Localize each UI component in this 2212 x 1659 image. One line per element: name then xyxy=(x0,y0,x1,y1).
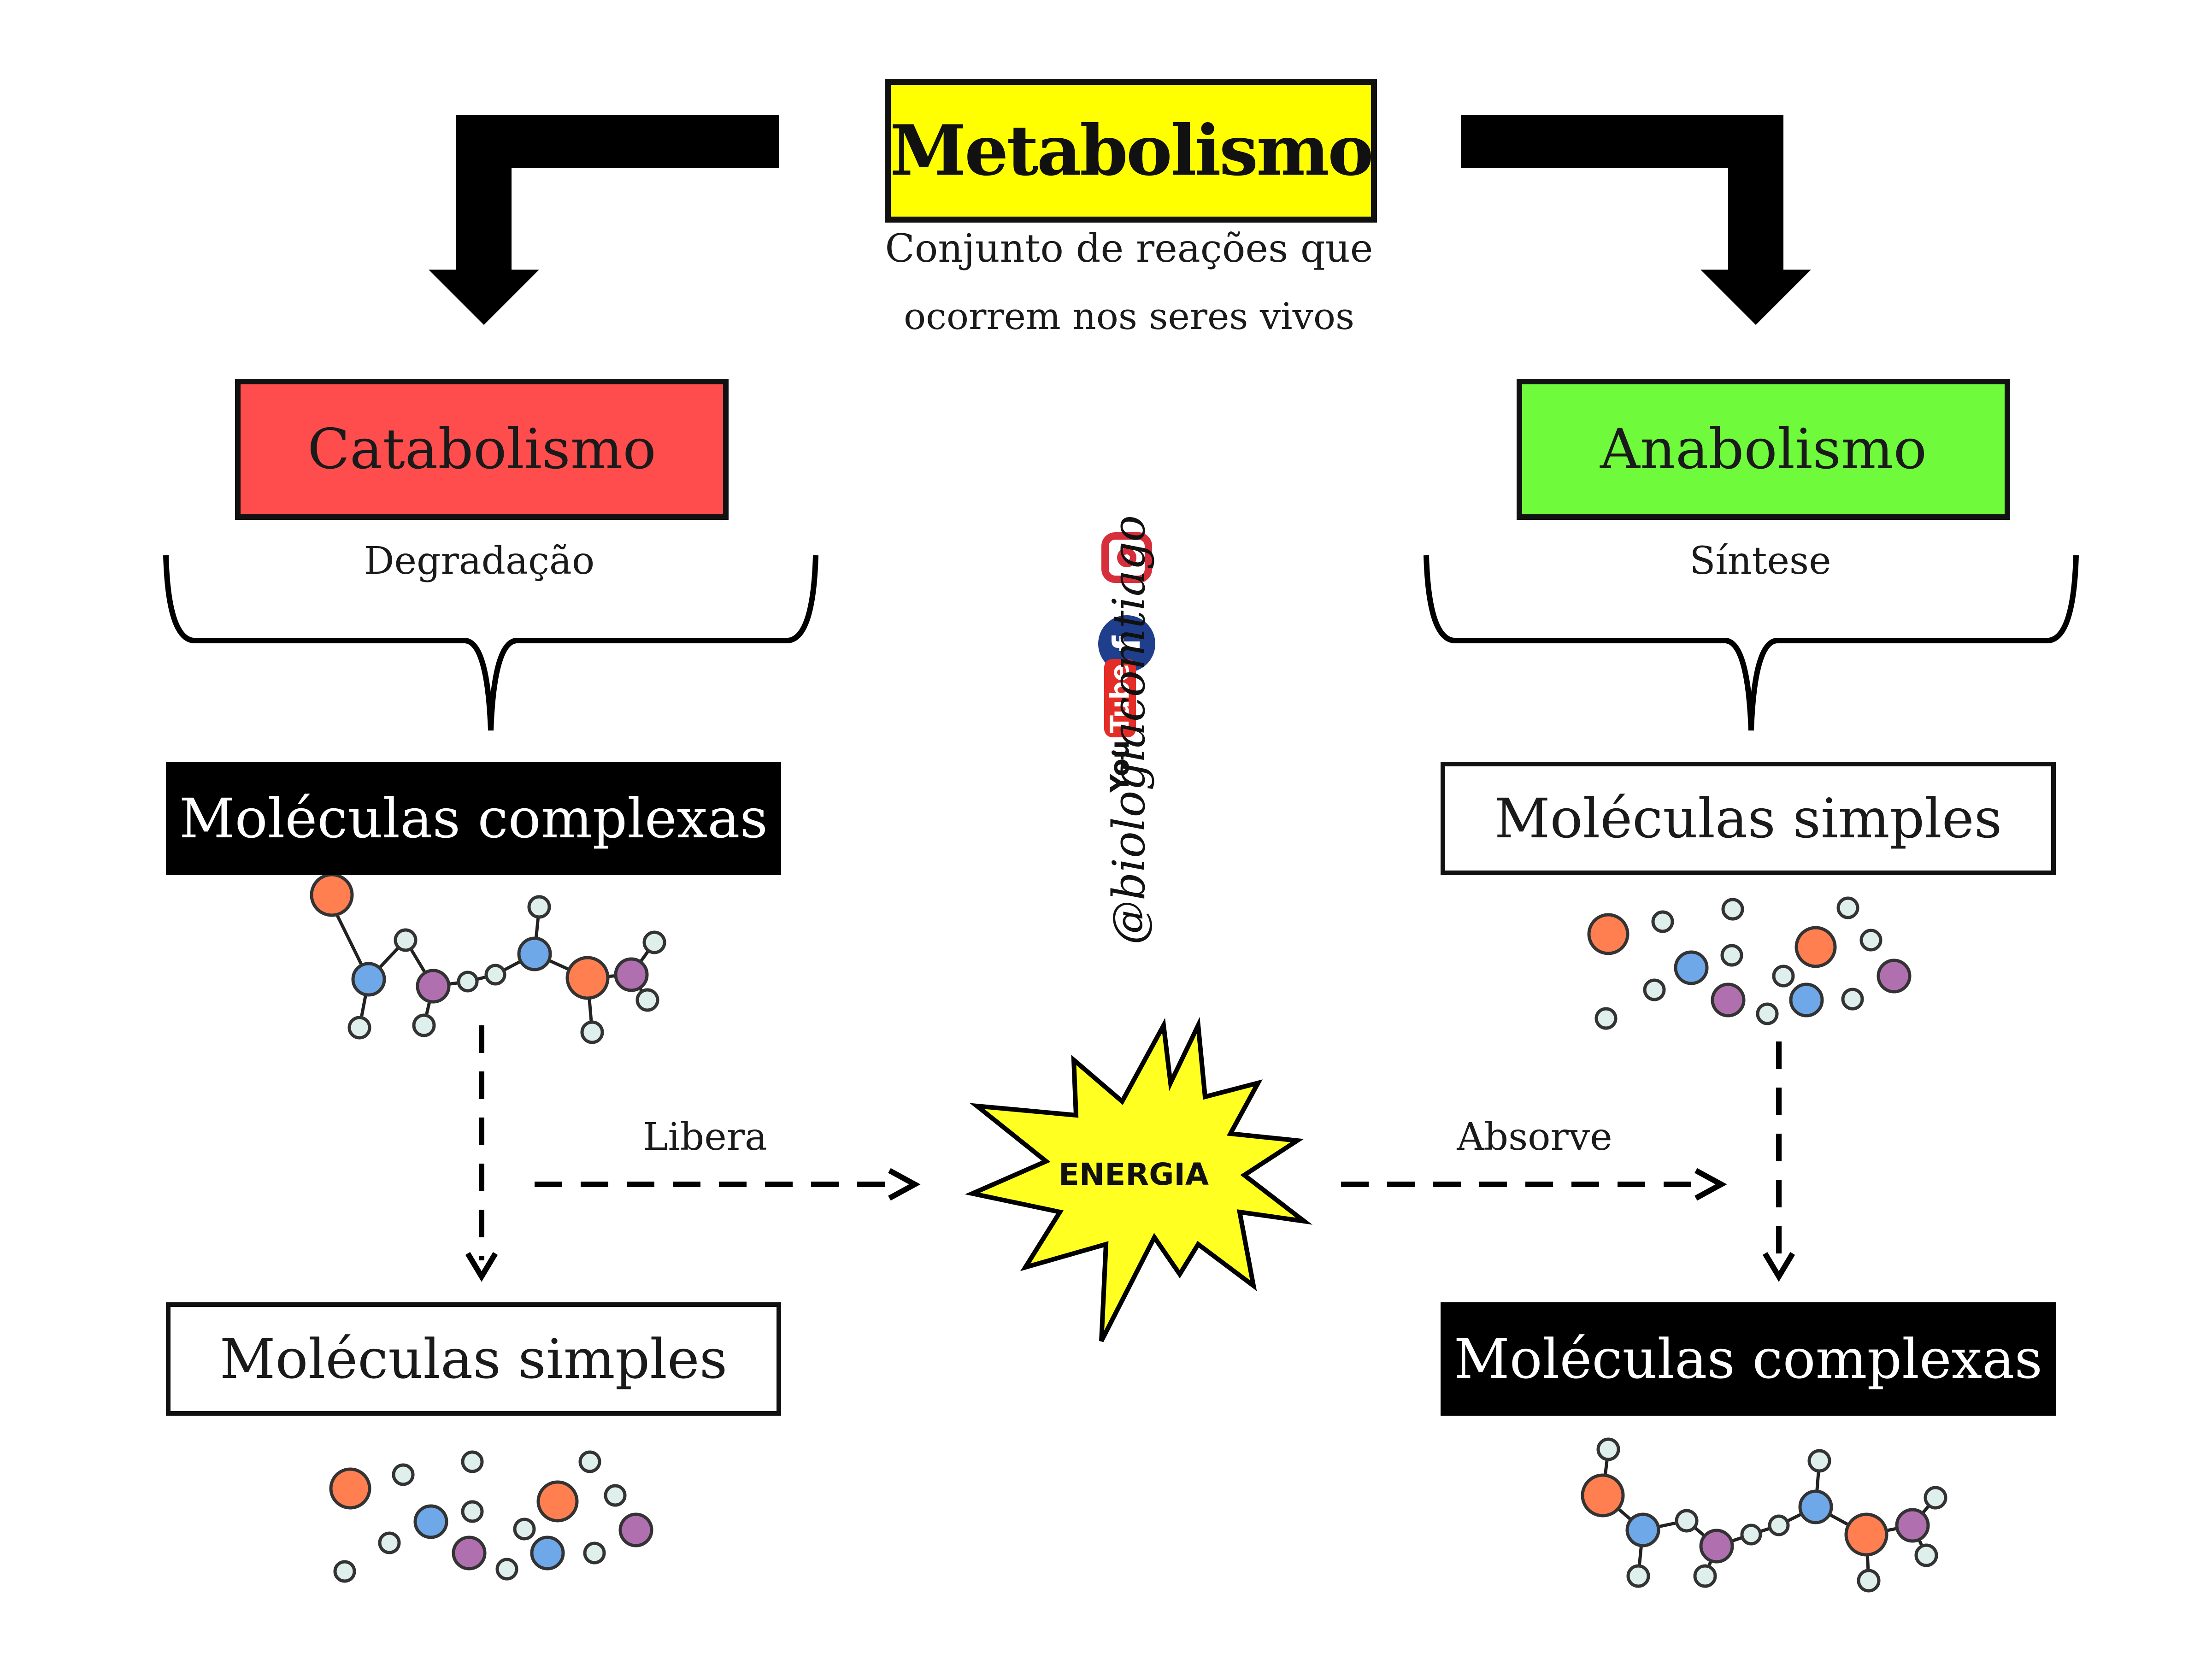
right-elbow-arrow xyxy=(1461,115,1811,325)
subtitle-line-1: Conjunto de reações que xyxy=(885,226,1373,271)
catabolismo-label: Catabolismo xyxy=(307,417,656,482)
libera-arrowhead xyxy=(888,1168,921,1201)
anabolismo-description: Síntese xyxy=(1689,539,1831,583)
energia-starburst xyxy=(965,1017,1313,1342)
anabolismo-label: Anabolismo xyxy=(1600,417,1927,482)
metabolismo-title-box: Metabolismo xyxy=(885,79,1377,223)
catabolismo-bottom-box: Moléculas simples xyxy=(166,1302,781,1416)
catabolismo-top-label: Moléculas complexas xyxy=(179,787,768,850)
libera-label: Libera xyxy=(643,1115,767,1159)
anabolismo-top-box: Moléculas simples xyxy=(1441,762,2056,875)
energia-label: ENERGIA xyxy=(1058,1157,1209,1192)
anabolismo-bottom-box: Moléculas complexas xyxy=(1441,1302,2056,1416)
catabolismo-bottom-label: Moléculas simples xyxy=(219,1327,728,1391)
anabolismo-box: Anabolismo xyxy=(1517,379,2010,520)
atoms-simple-bottom-left xyxy=(329,1450,653,1583)
left-elbow-arrow xyxy=(429,115,779,325)
anabolismo-bottom-label: Moléculas complexas xyxy=(1453,1327,2043,1391)
molecule-complex-bottom-right xyxy=(1601,1449,1937,1581)
right-down-arrowhead xyxy=(1762,1252,1795,1282)
atoms-complex-bottom-right xyxy=(1581,1437,1947,1593)
instagram-icon[interactable] xyxy=(1101,532,1152,583)
metabolismo-title: Metabolismo xyxy=(889,110,1374,191)
absorve-arrowhead xyxy=(1694,1168,1727,1201)
catabolismo-description: Degradação xyxy=(364,539,595,583)
atoms-complex-top-left xyxy=(310,831,666,1044)
left-brace xyxy=(163,555,818,731)
catabolismo-top-box: Moléculas complexas xyxy=(166,762,781,875)
social-handle[interactable]: @biologiacomtiago xyxy=(1103,515,1155,945)
anabolismo-top-label: Moléculas simples xyxy=(1494,787,2002,850)
atoms-simple-top-right xyxy=(1587,896,1912,1030)
catabolismo-box: Catabolismo xyxy=(235,379,729,520)
subtitle-line-2: ocorrem nos seres vivos xyxy=(903,295,1355,338)
left-down-arrowhead xyxy=(465,1252,498,1282)
absorve-label: Absorve xyxy=(1457,1115,1612,1159)
right-brace xyxy=(1424,555,2079,731)
